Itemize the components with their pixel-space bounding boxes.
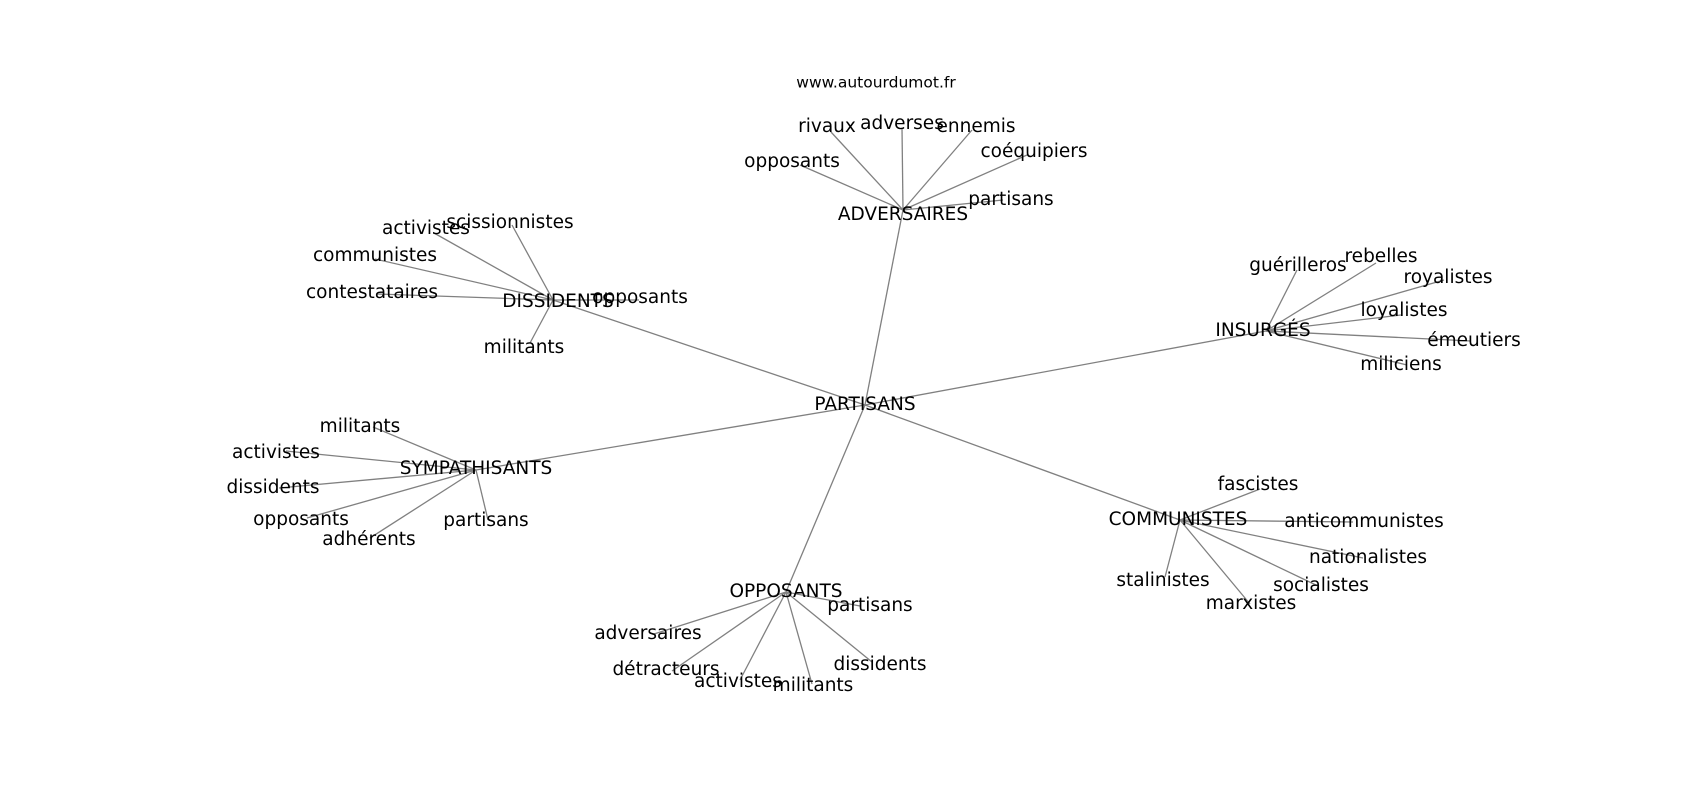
edge-hub-to-leaf	[901, 127, 904, 211]
edge-hub-to-leaf	[285, 450, 477, 471]
edge-hub-to-leaf	[1179, 519, 1251, 605]
leaf-node-label[interactable]: nationalistes	[1309, 547, 1427, 568]
edge-hub-to-leaf	[306, 469, 477, 519]
leaf-node-label[interactable]: rivaux	[798, 116, 856, 137]
edge-hub-to-leaf	[1179, 519, 1364, 559]
edge-hub-to-leaf	[1265, 279, 1445, 332]
leaf-node-label[interactable]: opposants	[744, 151, 840, 172]
edge-hub-to-leaf	[1164, 519, 1181, 578]
hub-node-label[interactable]: COMMUNISTES	[1109, 509, 1248, 530]
leaf-node-label[interactable]: ennemis	[936, 116, 1015, 137]
hub-node-label[interactable]: SYMPATHISANTS	[400, 458, 553, 479]
leaf-node-label[interactable]: militants	[773, 675, 854, 696]
hub-node-label[interactable]: ADVERSAIRES	[838, 204, 968, 225]
leaf-node-label[interactable]: marxistes	[1206, 593, 1296, 614]
leaf-node-label[interactable]: adverses	[860, 113, 944, 134]
leaf-node-label[interactable]: opposants	[592, 287, 688, 308]
leaf-node-label[interactable]: socialistes	[1273, 575, 1369, 596]
edge-hub-to-leaf	[785, 591, 813, 685]
hub-node-label[interactable]: OPPOSANTS	[729, 581, 842, 602]
leaf-node-label[interactable]: activistes	[382, 218, 470, 239]
edge-center-to-hub	[864, 404, 1181, 521]
edge-hub-to-leaf	[1265, 269, 1298, 332]
leaf-node-label[interactable]: dissidents	[833, 654, 926, 675]
edge-hub-to-leaf	[785, 591, 861, 607]
hub-node-label[interactable]: INSURGÉS	[1215, 319, 1310, 341]
leaf-node-label[interactable]: partisans	[968, 189, 1053, 210]
leaf-node-label[interactable]: activistes	[694, 671, 782, 692]
leaf-node-label[interactable]: royalistes	[1404, 267, 1493, 288]
edge-hub-to-leaf	[785, 591, 873, 663]
edge-hub-to-leaf	[830, 131, 904, 211]
edge-hub-to-leaf	[278, 469, 477, 489]
edge-hub-to-leaf	[433, 232, 554, 301]
leaf-node-label[interactable]: contestataires	[306, 282, 438, 303]
website-label[interactable]: www.autourdumot.fr	[796, 74, 956, 92]
edge-hub-to-leaf	[529, 299, 554, 344]
leaf-node-label[interactable]: dissidents	[226, 477, 319, 498]
leaf-node-label[interactable]: partisans	[827, 595, 912, 616]
edge-center-to-hub	[864, 209, 904, 406]
edge-hub-to-leaf	[902, 154, 1028, 211]
leaf-node-label[interactable]: rebelles	[1344, 246, 1417, 267]
edge-hub-to-leaf	[671, 591, 787, 672]
center-node-label[interactable]: PARTISANS	[814, 394, 915, 415]
edge-hub-to-leaf	[511, 224, 554, 301]
edge-hub-to-leaf	[1179, 519, 1319, 587]
leaf-node-label[interactable]: stalinistes	[1116, 570, 1209, 591]
leaf-node-label[interactable]: émeutiers	[1427, 330, 1521, 351]
leaf-node-label[interactable]: fascistes	[1218, 474, 1299, 495]
edge-hub-to-leaf	[1179, 519, 1354, 523]
edge-hub-to-leaf	[902, 199, 1004, 211]
leaf-node-label[interactable]: militants	[320, 416, 401, 437]
leaf-node-label[interactable]: adversaires	[594, 623, 701, 644]
leaf-node-label[interactable]: anticommunistes	[1284, 511, 1444, 532]
leaf-node-label[interactable]: adhérents	[322, 529, 415, 550]
leaf-node-label[interactable]: militants	[484, 337, 565, 358]
edge-center-to-hub	[864, 330, 1267, 406]
leaf-node-label[interactable]: détracteurs	[612, 659, 719, 680]
leaf-node-label[interactable]: guérilleros	[1249, 255, 1346, 276]
edge-hub-to-leaf	[739, 591, 787, 681]
leaf-node-label[interactable]: activistes	[232, 442, 320, 463]
edge-hub-to-leaf	[1265, 330, 1472, 342]
leaf-node-label[interactable]: opposants	[253, 509, 349, 530]
edge-hub-to-leaf	[374, 258, 554, 301]
edge-hub-to-leaf	[799, 164, 904, 211]
leaf-node-label[interactable]: partisans	[443, 510, 528, 531]
leaf-node-label[interactable]: loyalistes	[1361, 300, 1448, 321]
edge-hub-to-leaf	[1179, 488, 1261, 521]
hub-node-label[interactable]: DISSIDENTS	[502, 291, 613, 312]
edge-hub-to-leaf	[369, 469, 477, 539]
leaf-node-label[interactable]: coéquipiers	[981, 141, 1088, 162]
edge-hub-to-leaf	[1265, 314, 1402, 332]
edge-hub-to-leaf	[1265, 262, 1377, 332]
edge-hub-to-leaf	[475, 469, 489, 521]
edge-hub-to-leaf	[372, 426, 477, 471]
edge-hub-to-leaf	[653, 591, 787, 635]
graph-edges	[278, 127, 1472, 685]
edge-center-to-hub	[785, 404, 866, 593]
edge-hub-to-leaf	[902, 129, 973, 211]
edge-center-to-hub	[552, 299, 866, 406]
leaf-node-label[interactable]: scissionnistes	[446, 212, 573, 233]
edge-hub-to-leaf	[376, 293, 554, 301]
leaf-node-label[interactable]: miliciens	[1360, 354, 1442, 375]
leaf-node-label[interactable]: communistes	[313, 245, 437, 266]
graph-labels: www.autourdumot.fr PARTISANS ADVERSAIRES o…	[226, 74, 1520, 697]
edge-hub-to-leaf	[1265, 330, 1408, 366]
edge-center-to-hub	[475, 404, 866, 471]
